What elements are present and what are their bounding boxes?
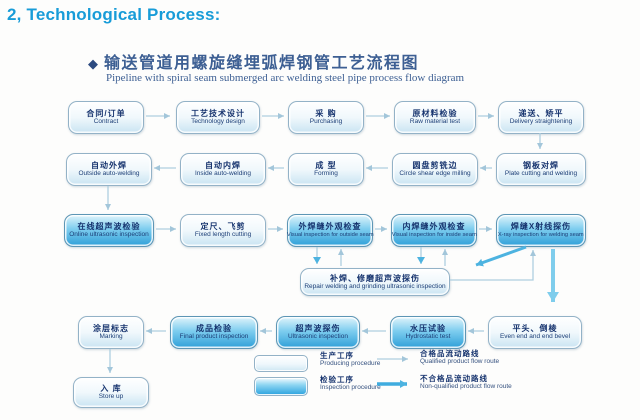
node-circle-shear-edge-milling-en: Circle shear edge milling [399,170,471,178]
node-fixed-length-cutting-zh: 定尺、飞剪 [200,222,246,232]
arrow-xray-to-repair [475,245,527,267]
node-even-end-bevel: 平头、倒棱 Even end and end bevel [488,316,582,349]
legend-non-qualified-arrow-icon [377,380,407,388]
node-raw-material-test-en: Raw material test [409,118,461,126]
node-repair-welding-en: Repair welding and grinding ultrasonic i… [304,282,446,290]
legend-producing-en: Producing procedure [320,360,381,367]
node-store-up-zh: 入 库 [100,384,122,394]
node-visual-inside-seam-zh: 内焊缝外观检查 [402,222,466,232]
legend-producing-label: 生产工序 Producing procedure [320,351,380,368]
node-fixed-length-cutting: 定尺、飞剪 Fixed length cutting [180,214,266,247]
node-raw-material-test-zh: 原材料检验 [412,109,458,119]
node-store-up: 入 库 Store up [73,377,149,408]
node-even-end-bevel-en: Even end and end bevel [499,333,571,341]
node-contract: 合同/订单 Contract [68,101,144,134]
node-visual-outside-seam: 外焊缝外观检查 Visual inspection for outside se… [287,214,373,247]
node-outside-auto-welding-en: Outside auto-welding [78,170,140,178]
node-delivery-straightening: 递送、矫平 Delivery straightening [498,101,584,134]
arrow-repair-to-xray [450,250,536,281]
node-raw-material-test: 原材料检验 Raw material test [394,101,476,134]
node-forming: 成 型 Forming [288,153,364,186]
node-circle-shear-edge-milling: 圆盘剪铣边 Circle shear edge milling [392,153,478,186]
node-online-ultrasonic-inspection-en: Online ultrasonic inspection [69,231,149,239]
node-contract-en: Contract [93,118,119,126]
diagram-title: ◆ 输送管道用螺旋缝埋弧焊钢管工艺流程图 [88,49,419,73]
node-inside-auto-welding: 自动内焊 Inside auto-welding [180,153,266,186]
node-ultrasonic-inspection-zh: 超声波探伤 [295,324,341,334]
node-visual-outside-seam-zh: 外焊缝外观检查 [298,222,362,232]
node-hydrostatic-test-en: Hydrostatic test [405,333,451,341]
node-store-up-en: Store up [98,393,124,401]
node-online-ultrasonic-inspection: 在线超声波检验 Online ultrasonic inspection [64,214,154,247]
legend-qualified-en: Qualified product flow route [420,358,500,365]
node-outside-auto-welding-zh: 自动外焊 [91,161,127,171]
node-outside-auto-welding: 自动外焊 Outside auto-welding [66,153,152,186]
node-visual-inside-seam-en: Visual inspection for inside seam [391,231,477,239]
node-purchasing-zh: 采 购 [315,109,337,119]
page-title: 2, Technological Process: [7,5,221,24]
node-hydrostatic-test-zh: 水压试验 [410,324,446,334]
node-xray-inspection: 焊缝X射线探伤 X-ray inspection for welding sea… [496,214,586,247]
node-marking: 涂层标志 Marking [78,316,144,349]
legend-inspection-zh: 检验工序 [320,375,354,384]
node-delivery-straightening-en: Delivery straightening [509,118,573,126]
diagram-subtitle: Pipeline with spiral seam submerged arc … [106,72,465,84]
node-visual-inside-seam: 内焊缝外观检查 Visual inspection for inside sea… [391,214,477,247]
node-technology-design-zh: 工艺技术设计 [191,109,245,119]
legend-producing-swatch [254,355,308,372]
legend-inspection-label: 检验工序 Inspection procedure [320,375,381,392]
node-xray-inspection-zh: 焊缝X射线探伤 [510,222,572,232]
node-delivery-straightening-zh: 递送、矫平 [518,109,564,119]
node-xray-inspection-en: X-ray inspection for welding seam [498,231,584,238]
node-final-product-inspection-en: Final product inspection [179,333,249,341]
legend-producing-zh: 生产工序 [320,351,354,360]
node-contract-zh: 合同/订单 [86,109,126,119]
legend-inspection-en: Inspection procedure [320,384,381,391]
legend-qualified-arrow-icon [377,356,408,362]
diamond-bullet-icon: ◆ [88,56,98,71]
node-fixed-length-cutting-en: Fixed length cutting [194,231,252,239]
diagram-title-zh: 输送管道用螺旋缝埋弧焊钢管工艺流程图 [104,55,420,72]
node-purchasing: 采 购 Purchasing [288,101,364,134]
node-visual-outside-seam-en: Visual inspection for outside seam [286,231,374,238]
legend-inspection-swatch [254,377,308,396]
node-technology-design: 工艺技术设计 Technology design [176,101,260,134]
legend-qualified-label: 合格品流动路线 Qualified product flow route [420,349,499,366]
legend-non-qualified-en: Non-qualified product flow route [420,383,512,390]
node-plate-cutting-welding: 钢板对焊 Plate cutting and welding [496,153,586,186]
node-plate-cutting-welding-en: Plate cutting and welding [504,170,578,178]
node-repair-welding: 补焊、修磨超声波探伤 Repair welding and grinding u… [300,268,450,296]
node-marking-en: Marking [99,333,123,341]
node-technology-design-en: Technology design [191,118,245,126]
node-marking-zh: 涂层标志 [93,324,129,334]
node-ultrasonic-inspection: 超声波探伤 Ultrasonic inspection [276,316,360,349]
node-inside-auto-welding-zh: 自动内焊 [205,161,241,171]
node-final-product-inspection: 成品检验 Final product inspection [170,316,258,349]
legend-qualified-zh: 合格品流动路线 [420,349,480,358]
node-purchasing-en: Purchasing [309,118,343,126]
node-forming-en: Forming [314,170,338,178]
node-final-product-inspection-zh: 成品检验 [196,324,232,334]
node-online-ultrasonic-inspection-zh: 在线超声波检验 [77,222,141,232]
node-hydrostatic-test: 水压试验 Hydrostatic test [390,316,466,349]
node-inside-auto-welding-en: Inside auto-welding [194,170,251,178]
node-forming-zh: 成 型 [315,161,337,171]
node-repair-welding-zh: 补焊、修磨超声波探伤 [330,273,420,283]
node-ultrasonic-inspection-en: Ultrasonic inspection [288,333,348,341]
node-plate-cutting-welding-zh: 钢板对焊 [523,161,559,171]
node-even-end-bevel-zh: 平头、倒棱 [512,324,558,334]
legend-non-qualified-label: 不合格品流动路线 Non-qualified product flow rout… [420,374,512,391]
legend-non-qualified-zh: 不合格品流动路线 [420,374,488,383]
node-circle-shear-edge-milling-zh: 圆盘剪铣边 [412,161,458,171]
